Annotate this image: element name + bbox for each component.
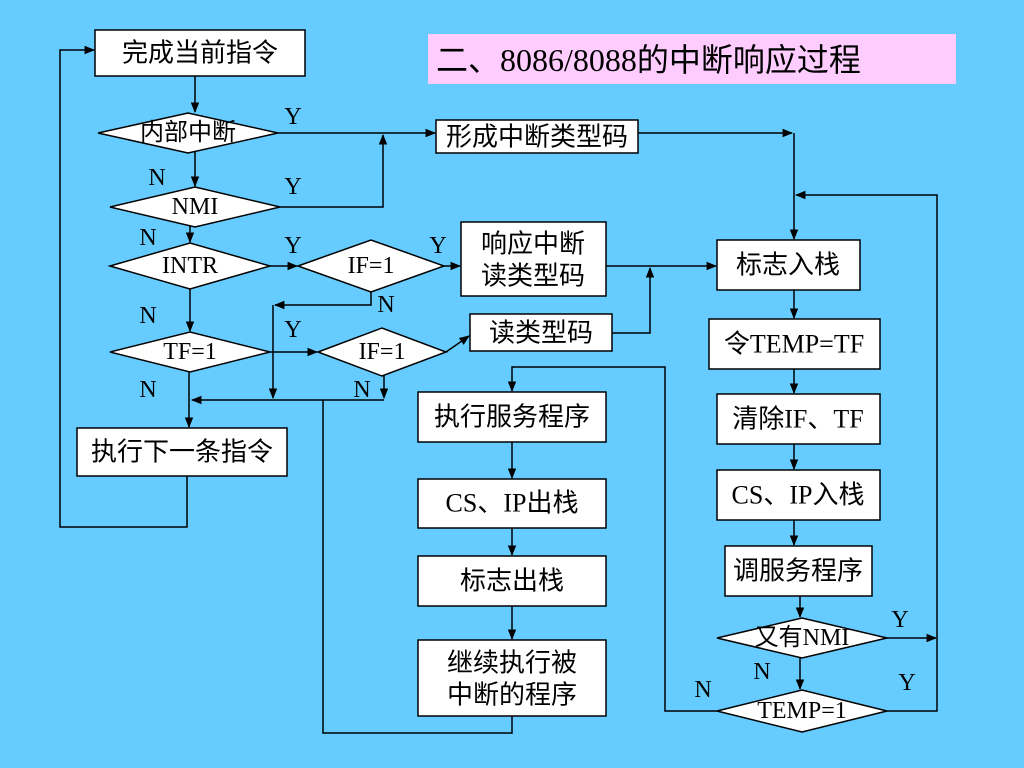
process-box [724,545,873,597]
edge-label-tf1-yes: Y [284,317,301,343]
process-box [417,555,607,607]
edge-if-top-no-left [273,292,372,310]
title-text: 二、8086/8088的中断响应过程 [436,42,861,78]
edge-label-internal-yes: Y [284,104,301,130]
node-temp-tf: 令TEMP=TF [708,318,881,370]
edge-resume-return [322,400,513,734]
edges [59,45,938,734]
edge-label-nmi-again-no: N [753,659,770,685]
process-box [469,313,613,352]
title-box [428,34,956,84]
process-box [716,469,881,521]
node-finish-current: 完成当前指令 [94,29,306,77]
node-label: INTR [162,253,218,279]
node-exec-service: 执行服务程序 [417,391,607,443]
node-label-line-1: 继续执行被 [447,649,577,678]
process-box [417,478,607,529]
node-nmi-again: 又有NMI [716,617,888,659]
edge-if-bottom-to-read [445,335,470,353]
node-if1-bottom: IF=1 [315,327,449,377]
edge-label-nmi-no: N [139,225,156,251]
edge-read-to-push [612,266,655,334]
node-label: 调服务程序 [733,557,863,586]
process-box [708,318,881,370]
node-call-service: 调服务程序 [724,545,873,597]
edge-nmi-yes [280,133,388,208]
edge-label-internal-no: N [148,165,165,191]
node-label: 标志入栈 [736,251,840,280]
node-temp1: TEMP=1 [716,689,888,733]
edge-labels: Y N Y N Y Y N N Y N N Y N Y N [139,104,915,703]
process-box [716,393,881,445]
node-push-cs-ip: CS、IP入栈 [716,469,881,521]
node-label: 执行下一条指令 [91,438,273,467]
node-label: NMI [172,194,219,220]
node-exec-next: 执行下一条指令 [76,427,288,477]
node-label: TEMP=1 [757,698,847,724]
process-box [460,221,607,297]
decision-diamond [97,112,279,154]
node-label: CS、IP入栈 [732,481,865,510]
edge-label-if1-top-no: N [377,292,394,318]
edge-temp1-no [507,366,717,712]
process-box [417,639,607,717]
node-label: 令TEMP=TF [724,330,864,359]
process-box [76,427,288,477]
node-label: 标志出栈 [460,567,564,596]
node-label: 读类型码 [489,319,593,348]
edge-label-temp1-no: N [694,677,711,703]
node-label: TF=1 [163,339,217,365]
edge-label-if1-top-yes: Y [429,233,446,259]
edge-exec-next-loop [59,45,188,528]
decision-diamond [716,689,888,733]
node-intr: INTR [107,242,273,290]
node-label: IF=1 [348,253,395,279]
slide-title: 二、8086/8088的中断响应过程 [428,34,956,84]
edge-label-intr-no: N [139,303,156,329]
node-label: 完成当前指令 [122,39,278,68]
edge-label-if1-bottom-no: N [353,377,370,403]
node-clear-if-tf: 清除IF、TF [716,393,881,445]
process-box [716,239,861,291]
edge-label-tf1-no: N [139,377,156,403]
node-label: 清除IF、TF [732,405,863,434]
decision-diamond [295,239,447,293]
node-label: 内部中断 [140,119,236,146]
decision-diamond [109,186,281,228]
node-tf1: TF=1 [109,331,271,373]
process-box [94,29,306,77]
node-label: 形成中断类型码 [446,123,628,152]
edge-temp1-yes [794,190,938,712]
node-label: 执行服务程序 [434,403,590,432]
node-if1-top: IF=1 [295,239,447,293]
decision-diamond [716,617,888,659]
node-resume: 继续执行被 中断的程序 [417,639,607,717]
edge-label-intr-yes: Y [284,233,301,259]
edge-label-nmi-again-yes: Y [891,607,908,633]
node-read-type-code: 读类型码 [469,313,613,352]
node-internal-interrupt: 内部中断 [97,112,279,154]
decision-diamond [315,327,449,377]
edge-label-nmi-yes: Y [284,174,301,200]
edge-label-temp1-yes: Y [898,670,915,696]
process-box [435,119,639,154]
node-label-line-2: 读类型码 [481,262,585,291]
decision-diamond [109,331,271,373]
node-nmi: NMI [109,186,281,228]
node-respond-read: 响应中断 读类型码 [460,221,607,297]
node-label-line-1: 响应中断 [481,230,585,259]
node-label: CS、IP出栈 [446,489,579,518]
process-box [417,391,607,443]
node-label: 又有NMI [755,624,850,651]
decision-diamond [107,242,273,290]
node-pop-cs-ip: CS、IP出栈 [417,478,607,529]
node-pop-flags: 标志出栈 [417,555,607,607]
node-push-flags: 标志入栈 [716,239,861,291]
node-form-type-code: 形成中断类型码 [435,119,639,154]
node-label: IF=1 [359,339,406,365]
node-label-line-2: 中断的程序 [447,681,577,710]
